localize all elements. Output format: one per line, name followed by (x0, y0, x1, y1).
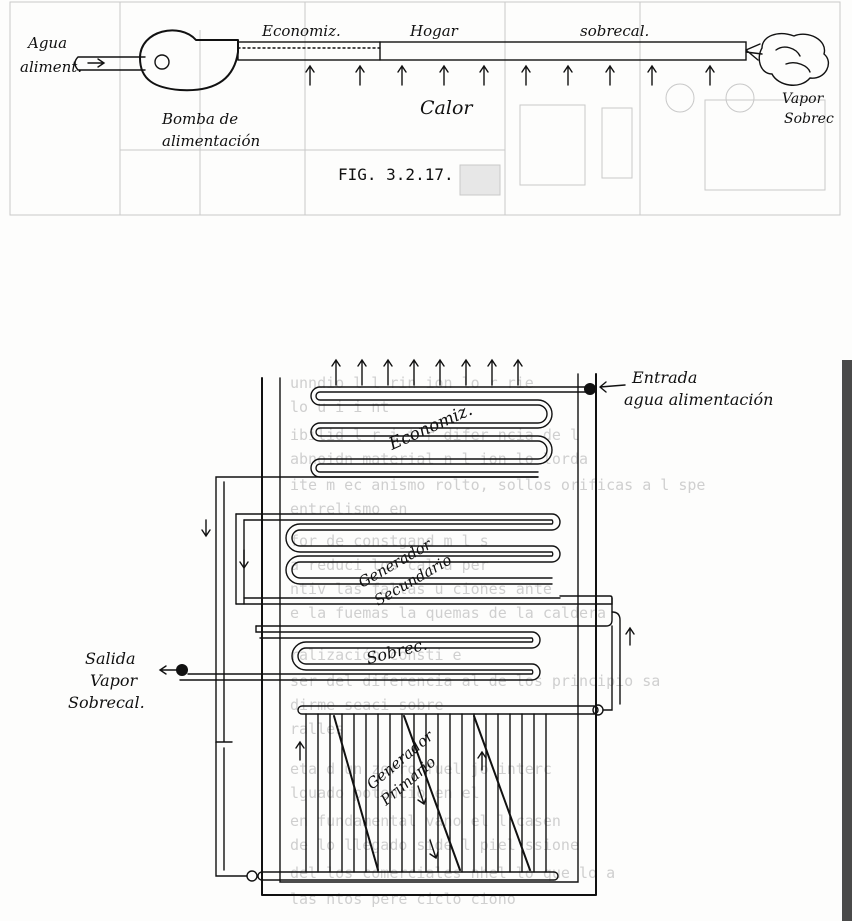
label-alimentacion: alimentación (162, 132, 260, 150)
label-agua-alimentacion: agua alimentación (624, 390, 773, 409)
figure-1: Agua aliment. Economiz. Hogar sobrecal. (20, 22, 834, 184)
feed-arrow (87, 58, 106, 68)
label-salida: Salida (85, 649, 136, 668)
bg-line: ser del diferencia al de los principio s… (290, 672, 660, 690)
bg-line: entrelismo en (290, 500, 407, 518)
label-hogar: Hogar (409, 22, 459, 40)
bg-line: dirme seaci sobre (290, 696, 444, 714)
feed-pipe (74, 56, 146, 71)
primary-generator (215, 611, 621, 882)
label-calor: Calor (420, 97, 474, 119)
downflow-arrow-4 (429, 839, 439, 860)
inlet-point-icon (584, 383, 596, 395)
bg-line: e la fuemas la quemas de la caldera (290, 604, 606, 622)
upflow-arrow-1 (625, 626, 635, 646)
downflow-arrow-3 (417, 785, 427, 806)
pump-icon (139, 29, 239, 92)
bg-line: lguado potencio en el (290, 784, 480, 802)
page-edge-shadow (842, 360, 852, 921)
upflow-arrow-3 (477, 750, 487, 771)
label-sobrecal-2: Sobrecal. (68, 693, 145, 712)
label-vapor: Vapor (782, 91, 825, 107)
economizer-downcomer (215, 476, 539, 743)
exhaust-arrows (331, 358, 523, 386)
downflow-arrow-1 (201, 519, 211, 538)
bg-line: for de constgand m l s (290, 532, 489, 550)
boiler-tube (237, 41, 747, 61)
bg-line: las ntos pere ciclo ciono (290, 890, 516, 908)
label-vapor-2: Vapor (90, 671, 139, 690)
bg-line: a reduci los cal a per (290, 556, 489, 574)
label-bomba: Bomba de (161, 110, 238, 128)
riser-to-superheater (255, 597, 613, 627)
bg-line: de lo llegado side l piel ssione (290, 836, 579, 854)
background-bleed (9, 1, 841, 216)
steam-cloud-icon (745, 32, 829, 86)
label-sobrec: Sobrec (784, 111, 834, 127)
figure-1-caption: FIG. 3.2.17. (338, 165, 454, 184)
outlet-arrow (158, 665, 177, 675)
label-sobrecal: sobrecal. (580, 22, 649, 40)
bg-line: lo u i i nt (290, 398, 389, 416)
superheater-coil (179, 625, 541, 681)
label-agua: Agua (26, 34, 67, 52)
boiler-casing (261, 373, 597, 896)
economizer-coil (310, 386, 591, 478)
figure-2: Entrada agua alimentación Economiz. Gene… (68, 358, 773, 896)
bg-line: ibilid l r i t r difer ncia de l (290, 426, 579, 444)
heat-arrows (305, 64, 715, 86)
inlet-arrow (598, 381, 626, 393)
upflow-arrow-2 (295, 740, 305, 761)
bg-line: ite m ec anismo rolto, sollos orificas a… (290, 476, 705, 494)
downflow-arrow-2 (239, 549, 249, 570)
bg-line: unndio l l rin ion lo r rie (290, 374, 534, 392)
outlet-point-icon (176, 664, 188, 676)
bg-line: ralización consti e (290, 646, 462, 664)
label-entrada: Entrada (631, 368, 697, 387)
label-economiz: Economiz. (261, 22, 341, 40)
label-aliment: aliment. (20, 58, 82, 76)
